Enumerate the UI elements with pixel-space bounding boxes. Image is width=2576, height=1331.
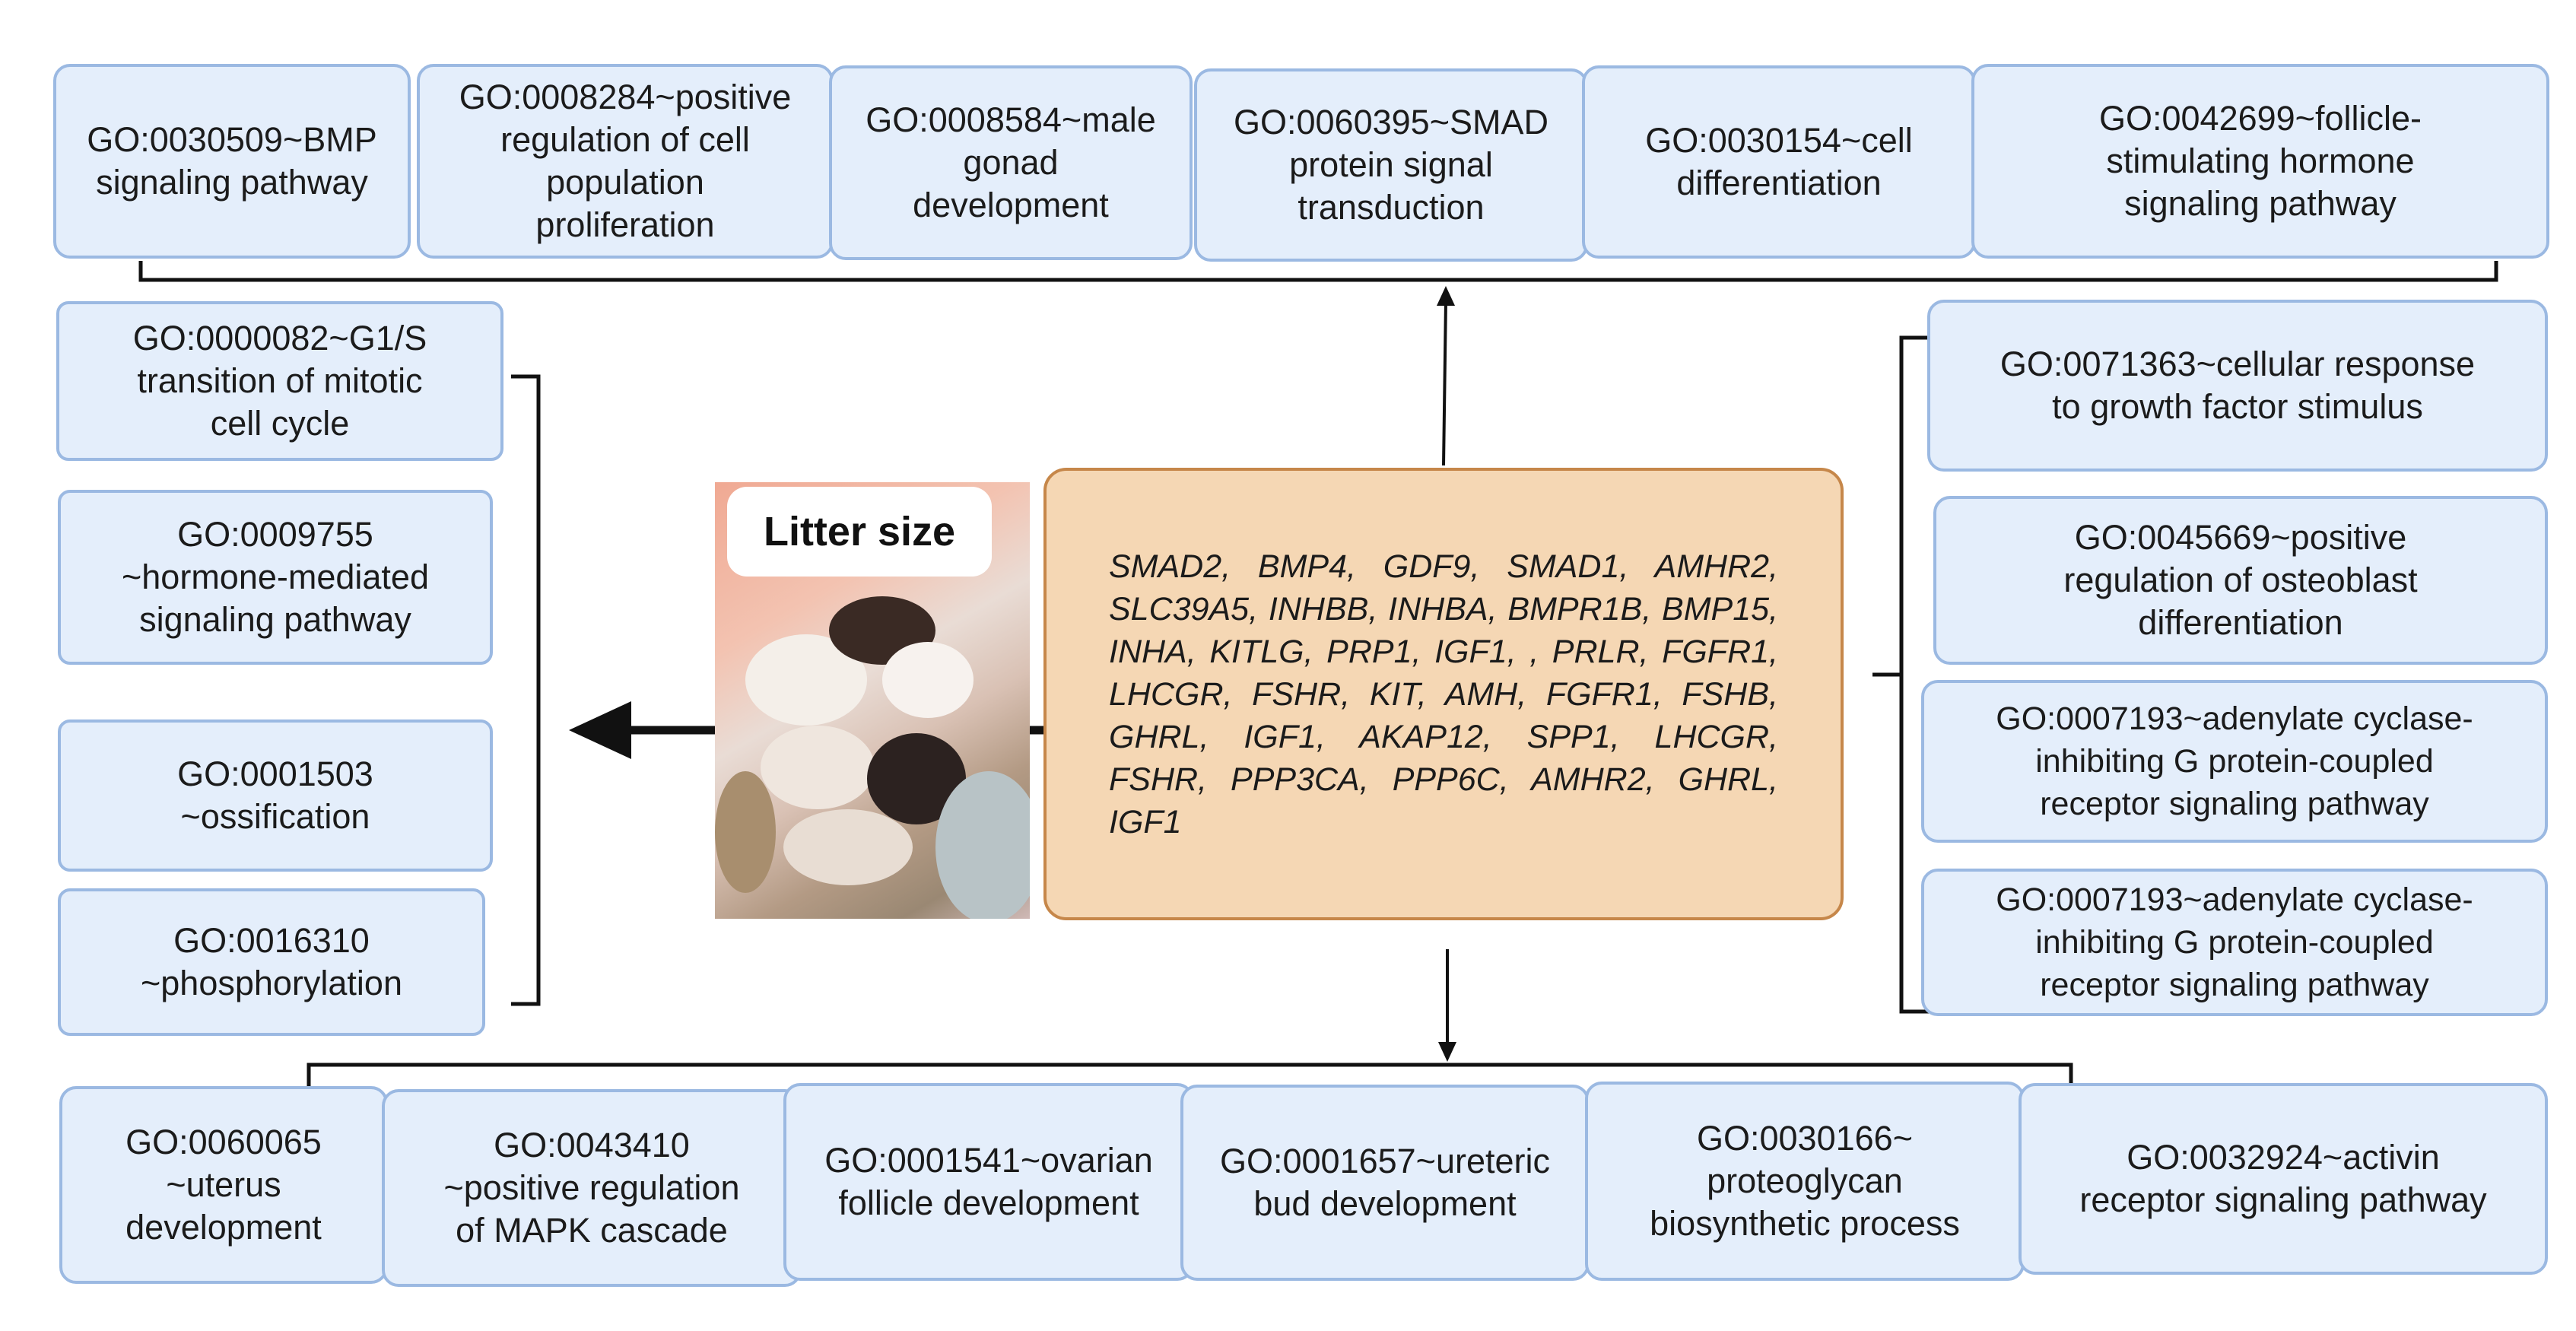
go-term-left-3: GO:0001503~ossification: [58, 720, 493, 872]
photo-label: Litter size: [727, 487, 992, 577]
arrow-up: [1442, 300, 1447, 466]
arrow-up-head: [1437, 286, 1455, 306]
bottom-bracket: [307, 1063, 2073, 1091]
go-term-right-3: GO:0007193~adenylate cyclase-inhibiting …: [1921, 680, 2548, 843]
left-bracket: [511, 374, 541, 1006]
gene-list-box: SMAD2, BMP4, GDF9, SMAD1, AMHR2, SLC39A5…: [1043, 468, 1844, 920]
go-term-right-4: GO:0007193~adenylate cyclase-inhibiting …: [1921, 869, 2548, 1016]
arrow-down-head: [1438, 1042, 1456, 1062]
arrow-left-head: [569, 701, 631, 759]
gene-list-text: SMAD2, BMP4, GDF9, SMAD1, AMHR2, SLC39A5…: [1109, 548, 1778, 840]
go-term-left-4: GO:0016310~phosphorylation: [58, 888, 485, 1036]
top-bracket: [138, 261, 2498, 282]
